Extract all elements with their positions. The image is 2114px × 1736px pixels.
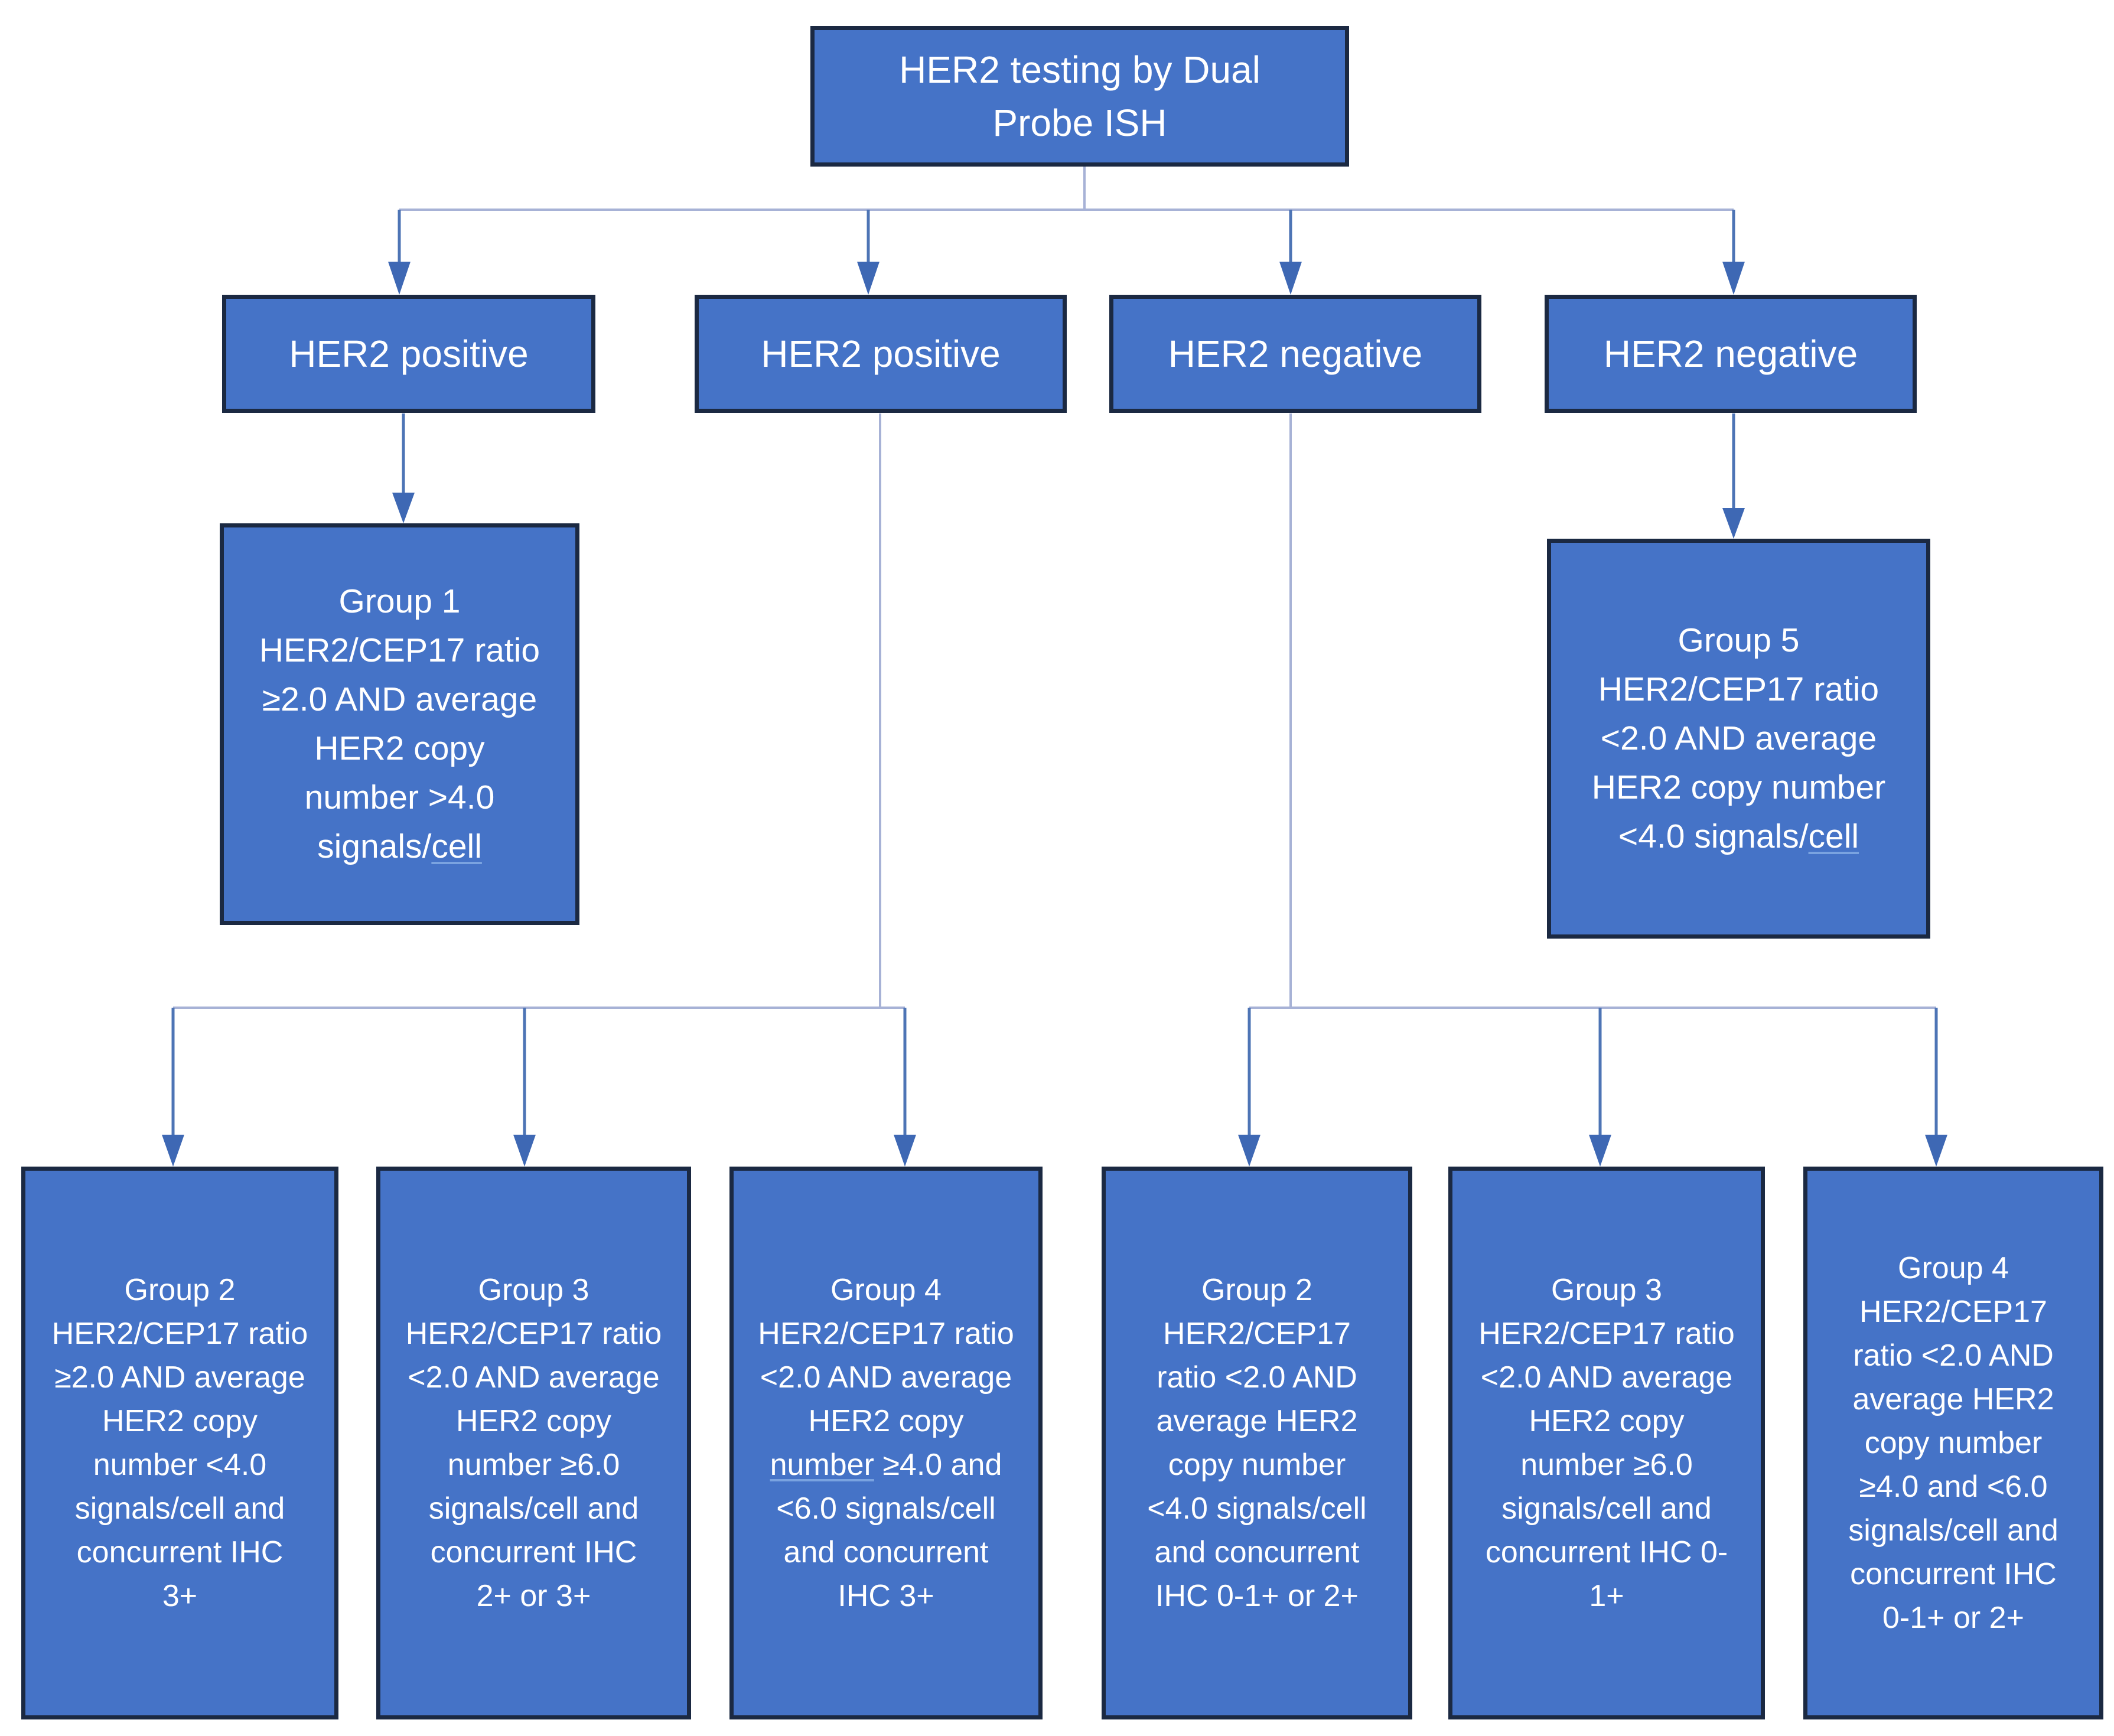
arrow-down-icon xyxy=(1722,262,1745,295)
box-text-line: HER2 copy xyxy=(1529,1404,1685,1438)
box-text-line: Group 2 xyxy=(1201,1273,1312,1307)
box-text-line: ≥2.0 AND average xyxy=(54,1360,305,1395)
arrow-down-icon xyxy=(1925,1135,1947,1167)
box-text-line: copy number xyxy=(1168,1448,1346,1482)
box-text-line: HER2 testing by Dual xyxy=(899,48,1260,91)
box-text-line: HER2 copy xyxy=(314,729,485,767)
box-text-line: HER2/CEP17 ratio xyxy=(51,1317,308,1351)
box-text-line: average HER2 xyxy=(1852,1382,2054,1416)
her2-positive-box-left: HER2 positive xyxy=(222,295,595,413)
box-text-line: HER2 negative xyxy=(1603,333,1858,375)
box-text-line: ratio <2.0 AND xyxy=(1157,1360,1357,1395)
box-text-line: signals/cell and xyxy=(1501,1491,1712,1526)
box-text-line: <4.0 signals/cell xyxy=(1147,1491,1367,1526)
her2-negative-box-mid: HER2 negative xyxy=(1109,295,1481,413)
arrow-down-icon xyxy=(388,262,411,295)
arrow-down-icon xyxy=(857,262,880,295)
box-text-line: and concurrent xyxy=(783,1535,989,1569)
box-text-line: 2+ or 3+ xyxy=(476,1579,591,1613)
box-text-line: concurrent IHC xyxy=(76,1535,284,1569)
box-text-line: <2.0 AND average xyxy=(760,1360,1012,1395)
box-text-line: HER2/CEP17 ratio xyxy=(405,1317,662,1351)
box-text-line: 3+ xyxy=(162,1579,198,1613)
box-text-line: Group 4 xyxy=(830,1273,942,1307)
box-text-line: HER2 positive xyxy=(761,333,1001,375)
group4-negative-box: Group 4 HER2/CEP17 ratio <2.0 AND average H… xyxy=(1803,1167,2103,1719)
box-text-line: number ≥6.0 xyxy=(1520,1448,1693,1482)
her2-negative-box-right: HER2 negative xyxy=(1545,295,1917,413)
connector-negative-trio xyxy=(1238,413,1947,1167)
box-text-line: signals/cell xyxy=(317,828,482,865)
box-text-line: HER2 negative xyxy=(1168,333,1423,375)
box-text-line: <2.0 AND average xyxy=(1600,719,1877,757)
box-text-line: <2.0 AND average xyxy=(408,1360,660,1395)
box-text-line: HER2 copy xyxy=(456,1404,611,1438)
box-text-line: copy number xyxy=(1864,1426,2043,1460)
box-text-line: ≥2.0 AND average xyxy=(262,680,538,718)
arrow-down-icon xyxy=(513,1135,536,1167)
connector-positive-trio xyxy=(162,413,916,1167)
box-text-line: 1+ xyxy=(1589,1579,1624,1613)
box-text-line: <4.0 signals/cell xyxy=(1618,817,1859,855)
box-text-line: <6.0 signals/cell xyxy=(776,1491,996,1526)
box-text-line: number <4.0 xyxy=(93,1448,267,1482)
box-text-line: number >4.0 xyxy=(304,779,495,816)
box-text-line: and concurrent xyxy=(1154,1535,1360,1569)
box-text-line: average HER2 xyxy=(1156,1404,1358,1438)
arrow-down-icon xyxy=(1722,508,1745,539)
arrow-down-icon xyxy=(1238,1135,1260,1167)
box-text-line: HER2 positive xyxy=(289,333,529,375)
box-text-line: HER2/CEP17 ratio xyxy=(1598,670,1880,708)
box-text-line: 0-1+ or 2+ xyxy=(1882,1601,2024,1635)
box-text-line: <2.0 AND average xyxy=(1480,1360,1733,1395)
box-text-line: Group 4 xyxy=(1898,1251,2009,1285)
arrow-down-icon xyxy=(894,1135,916,1167)
box-text-line: HER2/CEP17 ratio xyxy=(259,631,540,669)
arrow-down-icon xyxy=(392,493,415,523)
box-text-line: Probe ISH xyxy=(992,102,1167,144)
box-text-line: Group 2 xyxy=(124,1273,236,1307)
connector-positive-to-group1 xyxy=(392,413,415,523)
box-text-line: Group 3 xyxy=(478,1273,589,1307)
connector-negative-to-group5 xyxy=(1722,413,1745,539)
box-text-line: IHC 0-1+ or 2+ xyxy=(1155,1579,1359,1613)
box-text-line: concurrent IHC xyxy=(1850,1557,2057,1591)
box-text-line: HER2 copy number xyxy=(1591,768,1886,806)
box-text-line: concurrent IHC 0- xyxy=(1485,1535,1728,1569)
group2-negative-box: Group 2 HER2/CEP17 ratio <2.0 AND average H… xyxy=(1102,1167,1412,1719)
arrow-down-icon xyxy=(162,1135,184,1167)
arrow-down-icon xyxy=(1589,1135,1611,1167)
box-text-line: Group 5 xyxy=(1677,621,1800,659)
box-text-line: ratio <2.0 AND xyxy=(1853,1338,2054,1373)
box-text-line: HER2 copy xyxy=(102,1404,258,1438)
connector-root-to-level2 xyxy=(388,167,1745,295)
box-text-line: ≥4.0 and <6.0 xyxy=(1859,1470,2048,1504)
box-text-line: HER2/CEP17 ratio xyxy=(758,1317,1014,1351)
box-text-line: number ≥4.0 and xyxy=(770,1448,1002,1482)
arrow-down-icon xyxy=(1279,262,1302,295)
box-text-line: signals/cell and xyxy=(74,1491,285,1526)
box-text-line: number ≥6.0 xyxy=(447,1448,620,1482)
box-text-line: concurrent IHC xyxy=(430,1535,637,1569)
box-text-line: HER2 copy xyxy=(808,1404,964,1438)
box-text-line: HER2/CEP17 xyxy=(1163,1317,1351,1351)
box-text-line: HER2/CEP17 ratio xyxy=(1478,1317,1735,1351)
box-text-line: signals/cell and xyxy=(1848,1513,2058,1548)
box-text-line: IHC 3+ xyxy=(838,1579,934,1613)
box-text-line: Group 1 xyxy=(338,582,461,620)
box-text-line: Group 3 xyxy=(1551,1273,1662,1307)
her2-positive-box-mid: HER2 positive xyxy=(695,295,1067,413)
box-text-line: signals/cell and xyxy=(428,1491,639,1526)
box-text-line: HER2/CEP17 xyxy=(1859,1295,2047,1329)
